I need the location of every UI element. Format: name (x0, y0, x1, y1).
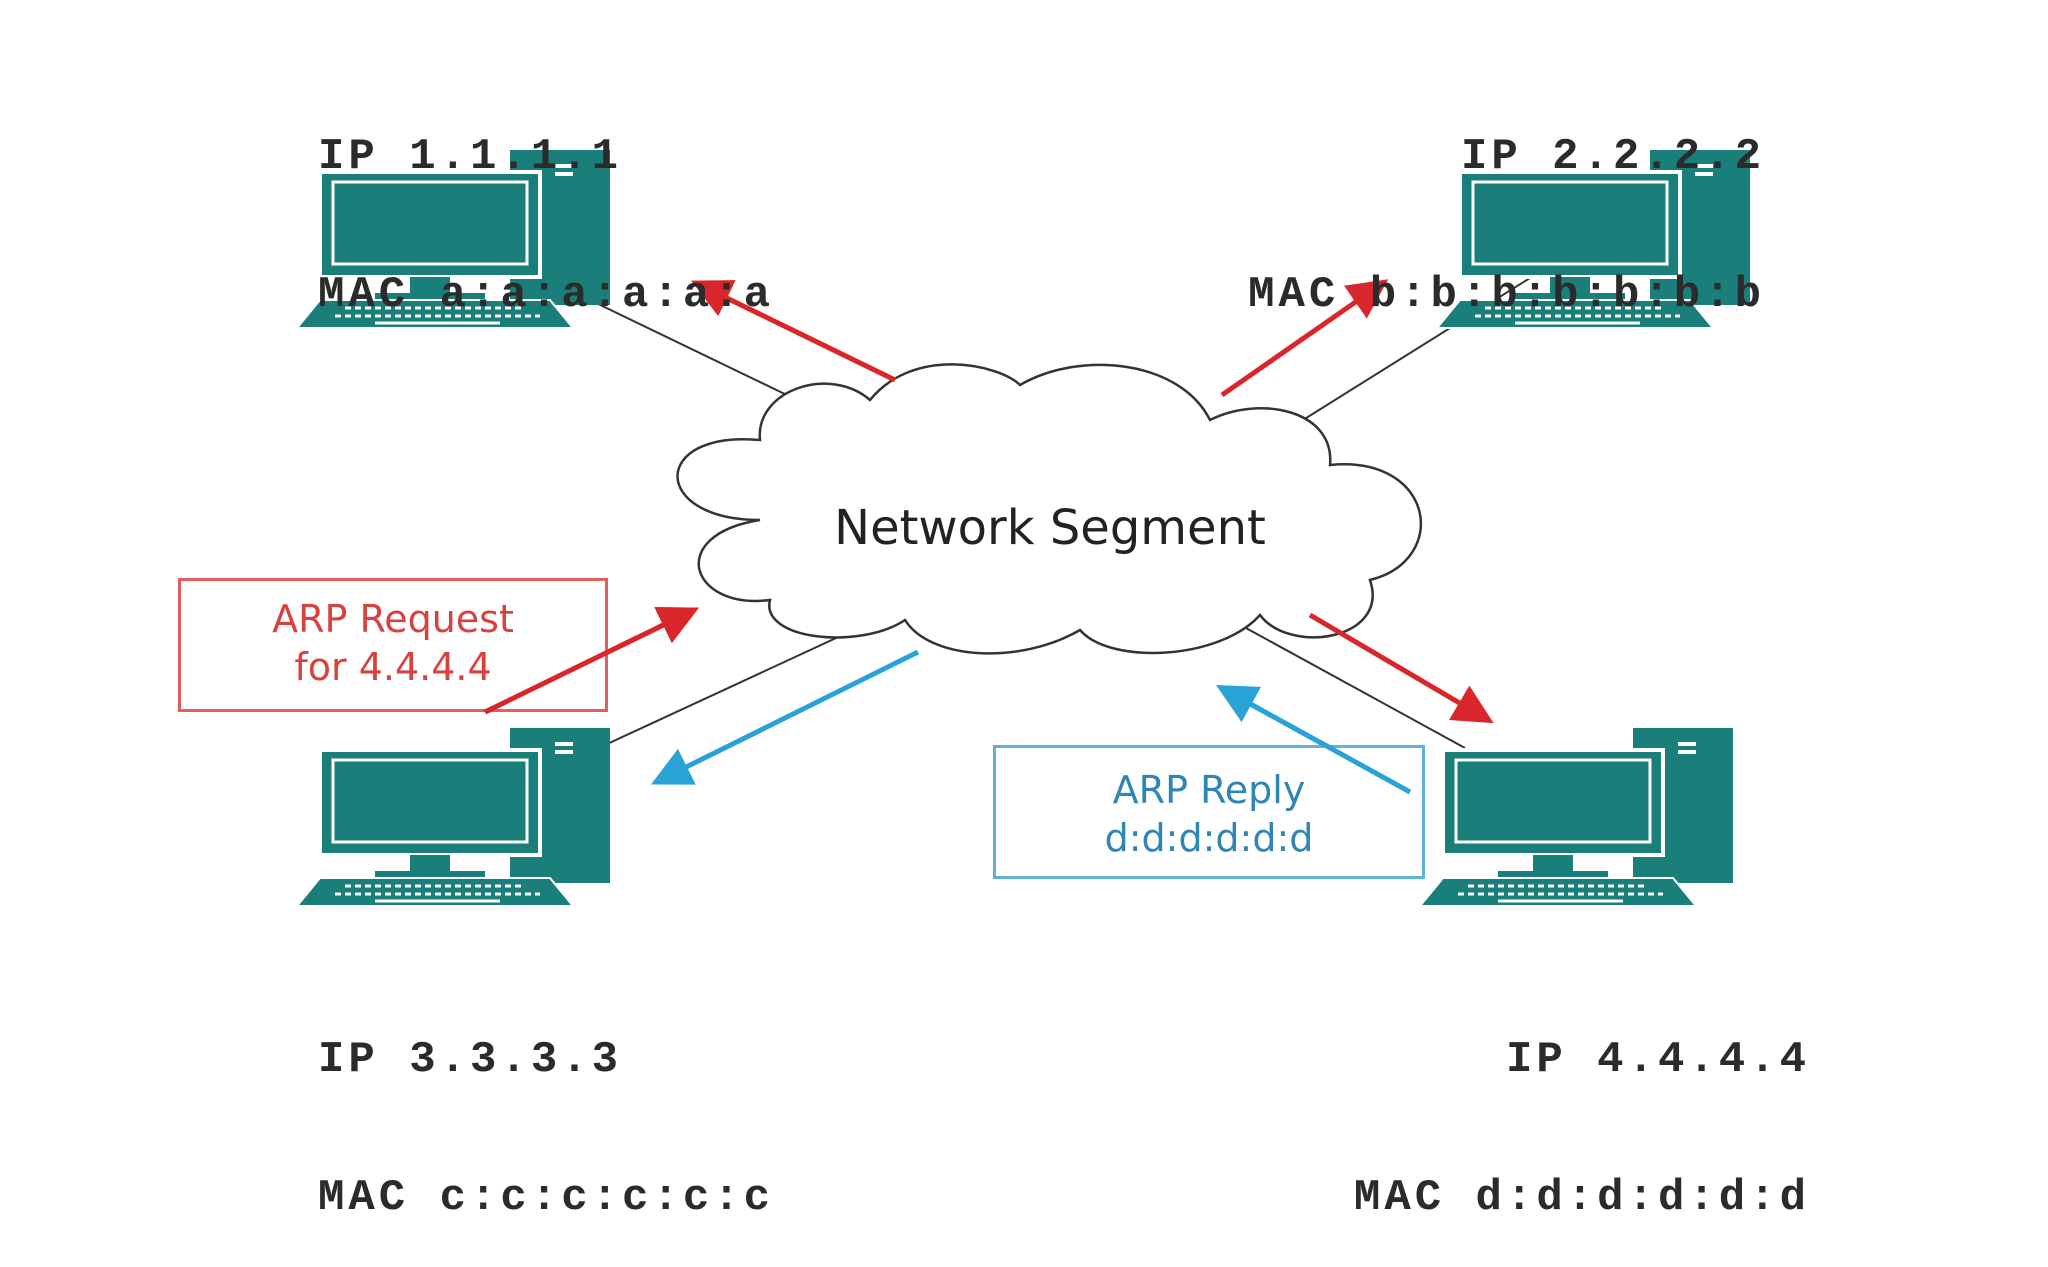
request-arrow-to-host-2 (1220, 279, 1389, 398)
request-arrow-to-host-4 (1308, 612, 1494, 724)
host-2-mac: MAC b:b:b:b:b:b:b (1248, 270, 1765, 320)
host-2-ip: IP 2.2.2.2 (1460, 132, 1765, 182)
host-2-label: IP 2.2.2.2 MAC b:b:b:b:b:b:b (1100, 42, 1765, 364)
arp-reply-line1: ARP Reply (1112, 768, 1306, 812)
computer-host-3 (295, 726, 612, 908)
network-segment-label: Network Segment (834, 500, 1266, 556)
arp-reply-line2: d:d:d:d:d:d (1104, 816, 1314, 860)
arp-reply-callout: ARP Reply d:d:d:d:d:d (993, 745, 1425, 879)
link-host-4 (1234, 621, 1466, 749)
arp-request-line2: for 4.4.4.4 (294, 645, 492, 689)
host-3-mac: MAC c:c:c:c:c:c (318, 1173, 775, 1223)
host-4-mac: MAC d:d:d:d:d:d (1353, 1173, 1810, 1223)
reply-arrow-to-host-3 (651, 649, 920, 785)
arp-request-line1: ARP Request (272, 597, 514, 641)
host-4-ip: IP 4.4.4.4 (1505, 1035, 1810, 1085)
host-1-label: IP 1.1.1.1 MAC a:a:a:a:a:a (318, 42, 774, 364)
request-arrow-to-host-1 (691, 280, 897, 383)
host-4-label: IP 4.4.4.4 MAC d:d:d:d:d:d (1150, 945, 1810, 1267)
host-3-label: IP 3.3.3.3 MAC c:c:c:c:c:c (318, 945, 774, 1267)
network-segment-cloud (676, 363, 1423, 655)
host-1-mac: MAC a:a:a:a:a:a (318, 270, 775, 320)
link-host-3 (604, 619, 876, 746)
host-3-ip: IP 3.3.3.3 (318, 1035, 623, 1085)
host-1-ip: IP 1.1.1.1 (318, 132, 623, 182)
computer-host-4 (1418, 726, 1735, 908)
arp-request-callout: ARP Request for 4.4.4.4 (178, 578, 608, 712)
